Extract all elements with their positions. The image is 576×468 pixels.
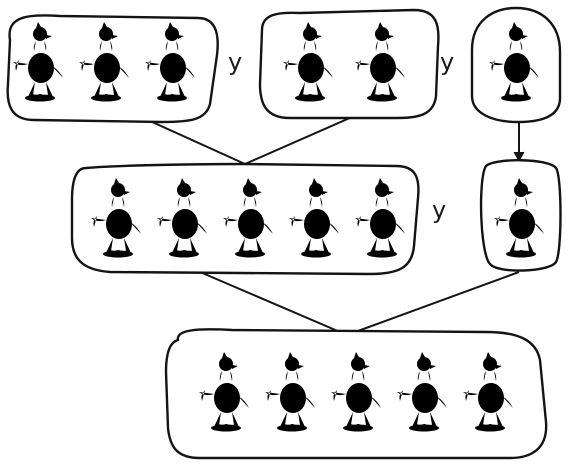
link-middle-left-to-bottom — [200, 272, 347, 335]
group-top-right — [472, 8, 560, 122]
group-middle-right — [481, 160, 560, 270]
group-top-left — [8, 15, 218, 122]
link-middle-right-to-bottom — [347, 272, 519, 335]
connector-label-3: y — [432, 196, 446, 224]
link-top-middle-to-middle-left — [245, 117, 352, 164]
group-bottom — [166, 329, 546, 458]
group-top-middle — [260, 10, 438, 118]
group-middle-left — [72, 164, 418, 274]
connector-label-2: y — [440, 48, 454, 76]
connector-label-1: y — [228, 48, 242, 76]
link-top-left-to-middle-left — [150, 121, 245, 164]
group-outline-top-middle — [260, 10, 438, 118]
